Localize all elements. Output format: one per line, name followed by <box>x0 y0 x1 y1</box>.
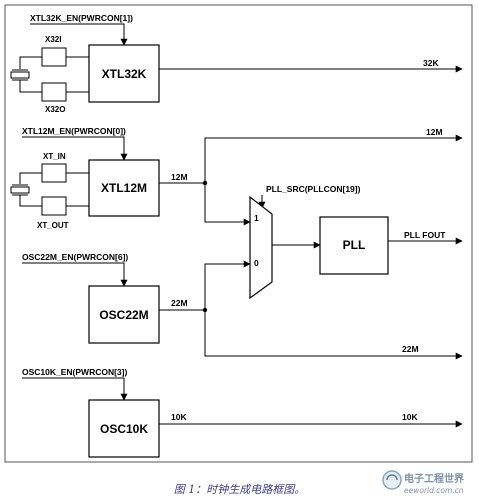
out-12m-label: 12M <box>426 127 443 137</box>
sig-12m-label: 12M <box>171 172 188 182</box>
mux-in1-label: 1 <box>254 213 259 223</box>
pll-fout-label: PLL FOUT <box>404 230 446 240</box>
xt-out-pad <box>41 196 67 216</box>
watermark-url: eeworld.com.cn <box>404 486 464 495</box>
osc10k-enable-label: OSC10K_EN(PWRCON[3]) <box>22 367 127 377</box>
xtl32k-label: XTL32K <box>102 67 147 81</box>
out-22m-line <box>204 310 463 360</box>
pll-label: PLL <box>343 238 366 252</box>
osc22m-enable-label: OSC22M_EN(PWRCON[6]) <box>22 252 128 262</box>
mux-in0-line <box>204 260 251 310</box>
x32i-label: X32I <box>45 35 61 44</box>
xtl32k-block <box>88 44 160 103</box>
osc22m-block <box>88 285 160 344</box>
xtl12m-enable-label: XTL12M_EN(PWRCON[0]) <box>22 126 126 136</box>
diagram-frame <box>4 4 473 463</box>
pll-block <box>319 216 389 275</box>
osc10k-label: OSC10K <box>100 422 148 436</box>
eeworld-logo-icon <box>382 470 402 490</box>
out-12m-line <box>204 134 463 183</box>
crystal-32k-icon <box>10 56 42 93</box>
watermark-logo-text: 电子工程世界 <box>404 472 464 485</box>
pll-src-label: PLL_SRC(PLLCON[19]) <box>266 184 361 194</box>
sig-22m-label: 22M <box>171 298 188 308</box>
osc10k-enable-line <box>22 377 128 401</box>
crystal-12m-icon <box>10 172 42 207</box>
xt-in-label: XT_IN <box>43 152 66 161</box>
figure-caption: 图 1：时钟生成电路框图。 <box>173 483 306 496</box>
xtl32k-enable-line <box>30 23 128 46</box>
out-22m-label: 22M <box>402 344 419 354</box>
x32o-label: X32O <box>45 105 65 114</box>
eeworld-watermark: 电子工程世界 eeworld.com.cn <box>382 470 464 495</box>
osc10k-block <box>88 399 160 458</box>
xtl32k-enable-label: XTL32K_EN(PWRCON[1]) <box>30 13 133 23</box>
xtl12m-enable-line <box>22 136 128 161</box>
osc22m-enable-line <box>22 262 128 287</box>
mux-in0-label: 0 <box>254 258 259 268</box>
mux-in1-line <box>204 183 251 226</box>
x32i-pad <box>41 47 67 67</box>
out-10k-label: 10K <box>402 412 418 422</box>
xt-in-pad <box>41 163 67 183</box>
xtl12m-label: XTL12M <box>101 181 147 195</box>
x32o-pad <box>41 82 67 102</box>
xt-out-label: XT_OUT <box>37 221 69 230</box>
sig-10k-label: 10K <box>171 412 187 422</box>
osc22m-label: OSC22M <box>99 308 148 322</box>
xtl12m-block <box>88 159 160 217</box>
out-32k-label: 32K <box>423 58 439 68</box>
